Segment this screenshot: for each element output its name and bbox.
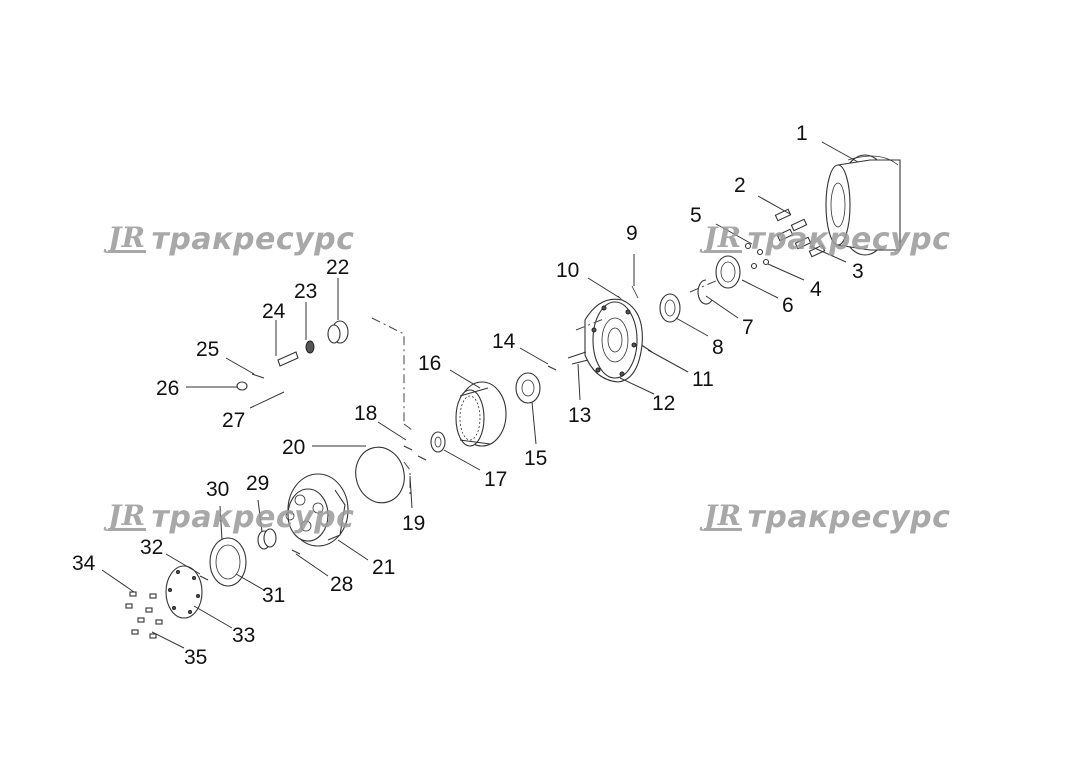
callout-26: 26 [156, 377, 179, 400]
callout-31: 31 [262, 584, 285, 607]
callout-14: 14 [492, 330, 516, 353]
callout-23: 23 [294, 280, 317, 303]
callout-13: 13 [568, 404, 591, 427]
part-17-washer [430, 431, 446, 453]
part-1-drum [825, 154, 901, 256]
watermark-bottom-right: JR тракресурс [704, 500, 950, 535]
callout-35: 35 [184, 646, 207, 669]
watermark-text: тракресурс [151, 500, 355, 535]
part-16-ring-gear [455, 381, 507, 447]
part-25-clip [251, 373, 265, 379]
part-15-bearing [515, 372, 541, 404]
callout-18: 18 [354, 402, 377, 425]
callout-10: 10 [556, 259, 579, 282]
part-20-o-ring [355, 446, 405, 504]
callout-30: 30 [206, 478, 229, 501]
callout-2: 2 [734, 174, 746, 197]
part-13-hub-studs [567, 351, 589, 365]
watermark-text: тракресурс [747, 222, 951, 257]
part-23-pinion [305, 340, 315, 354]
part-8-bearing [659, 293, 681, 323]
callout-29: 29 [246, 472, 269, 495]
callout-32: 32 [140, 536, 163, 559]
callout-8: 8 [712, 336, 724, 359]
callout-9: 9 [626, 222, 638, 245]
callout-16: 16 [418, 352, 441, 375]
watermark-bottom-left: JR тракресурс [108, 500, 354, 535]
watermark-text: тракресурс [151, 222, 355, 257]
watermark-logo: JR [704, 499, 742, 532]
callout-34: 34 [72, 552, 96, 575]
part-4-washers [744, 242, 770, 270]
callout-7: 7 [742, 316, 754, 339]
watermark-logo: JR [108, 221, 146, 254]
callout-11: 11 [692, 368, 714, 391]
part-9-pin [631, 285, 639, 299]
callout-15: 15 [524, 447, 547, 470]
callout-22: 22 [326, 256, 349, 279]
callout-19: 19 [402, 512, 425, 535]
part-22-sun-gear [327, 320, 349, 344]
part-21-planet-carrier [285, 473, 349, 547]
part-24-shaft [277, 351, 299, 367]
part-31-gasket [209, 537, 247, 587]
leader-lines [101, 141, 859, 649]
callout-5: 5 [690, 204, 702, 227]
part-14-pin [547, 365, 557, 371]
callout-6: 6 [782, 294, 794, 317]
watermark-logo: JR [108, 499, 146, 532]
callout-labels: 1 2 3 4 5 6 7 8 9 10 11 12 13 14 15 16 1… [72, 122, 864, 669]
watermark-top-right: JR тракресурс [704, 222, 950, 257]
callout-33: 33 [232, 624, 255, 647]
callout-12: 12 [652, 392, 675, 415]
callout-28: 28 [330, 573, 353, 596]
watermark-text: тракресурс [747, 500, 951, 535]
part-33-cover [165, 565, 203, 619]
callout-24: 24 [262, 300, 286, 323]
part-6-seal [715, 255, 741, 289]
callout-25: 25 [196, 338, 219, 361]
part-18-bolt [403, 445, 427, 461]
part-2-bolts [774, 208, 826, 258]
part-12-hub [584, 298, 643, 383]
callout-27: 27 [222, 409, 245, 432]
part-26-ring [236, 381, 248, 391]
callout-4: 4 [810, 278, 822, 301]
callout-1: 1 [796, 122, 808, 145]
watermark-top-left: JR тракресурс [108, 222, 354, 257]
callout-3: 3 [852, 260, 864, 283]
callout-21: 21 [372, 556, 395, 579]
part-34-bolts [125, 591, 163, 639]
callout-17: 17 [484, 468, 507, 491]
part-29-planet-gear [257, 528, 277, 550]
centre-lines [371, 279, 719, 496]
watermark-logo: JR [704, 221, 742, 254]
part-28-pin [291, 549, 301, 555]
part-32-pin [199, 575, 209, 581]
callout-20: 20 [282, 436, 305, 459]
